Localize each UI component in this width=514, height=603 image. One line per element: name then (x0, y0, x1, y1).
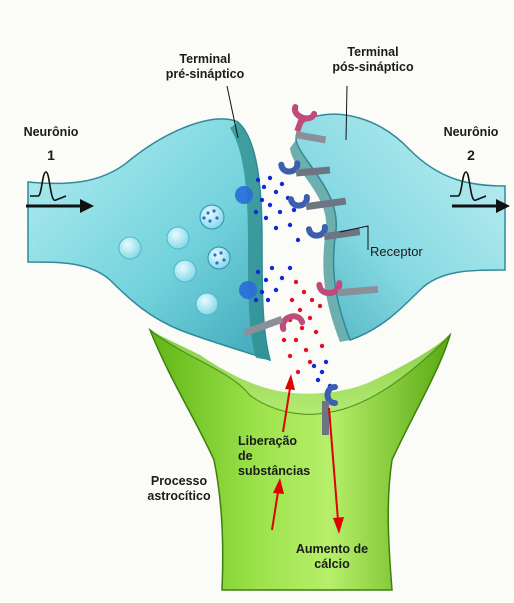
label-neuron-1-word: Neurônio (6, 125, 96, 140)
label-neuron-2-word: Neurônio (426, 125, 514, 140)
label-calcium-line1: Aumento de (282, 542, 382, 557)
fusing-vesicle (239, 281, 257, 299)
label-release-line1: Liberação (238, 434, 310, 449)
label-neuron-1: Neurônio 1 (6, 125, 96, 163)
label-terminal-pre-line1: Terminal (150, 52, 260, 67)
vesicle-loaded (208, 247, 230, 269)
label-terminal-pre-line2: pré-sináptico (150, 67, 260, 82)
vesicle (196, 293, 218, 315)
fusing-vesicle (235, 186, 253, 204)
label-release: Liberação de substâncias (238, 434, 310, 479)
label-release-line2: de (238, 449, 310, 464)
label-neuron-2: Neurônio 2 (426, 125, 514, 163)
label-terminal-pos-line2: pós-sináptico (318, 60, 428, 75)
vesicle (174, 260, 196, 282)
label-terminal-pos-line1: Terminal (318, 45, 428, 60)
vesicle (167, 227, 189, 249)
label-astrocyte-line2: astrocítico (124, 489, 234, 504)
label-terminal-pos: Terminal pós-sináptico (318, 45, 428, 75)
label-release-line3: substâncias (238, 464, 310, 479)
label-receptor: Receptor (370, 244, 423, 259)
label-calcium-line2: cálcio (282, 557, 382, 572)
label-calcium: Aumento de cálcio (282, 542, 382, 572)
label-astrocyte: Processo astrocítico (124, 474, 234, 504)
label-neuron-2-num: 2 (426, 148, 514, 163)
neurotransmitter-dots-red (282, 280, 324, 374)
label-terminal-pre: Terminal pré-sináptico (150, 52, 260, 82)
label-neuron-1-num: 1 (6, 148, 96, 163)
vesicle (119, 237, 141, 259)
label-astrocyte-line1: Processo (124, 474, 234, 489)
